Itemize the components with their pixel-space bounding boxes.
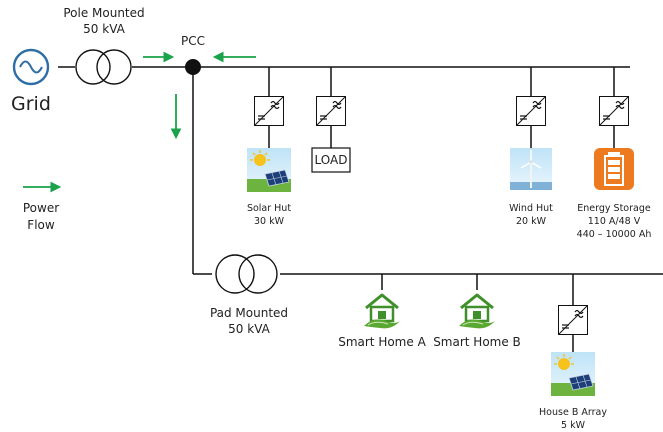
solar-hut-label: Solar Hut: [247, 203, 291, 214]
solar-panel-icon: [247, 148, 291, 192]
storage-name-label: Energy Storage: [577, 203, 651, 214]
storage-range-label: 440 – 10000 Ah: [577, 229, 652, 240]
wind-turbine-icon: [510, 148, 552, 190]
smart-home-b-label: Smart Home B: [433, 335, 521, 349]
wind-hut-label: Wind Hut: [509, 203, 553, 214]
load-inverter-icon: [316, 96, 346, 126]
storage-inverter-icon: [599, 96, 629, 126]
house-b-kw-label: 5 kW: [561, 420, 586, 431]
pole-mounted-label: Pole Mounted: [63, 6, 144, 20]
solar-kw-label: 30 kW: [254, 216, 285, 227]
smart-home-b-icon: [457, 293, 497, 330]
flow-label: Flow: [27, 218, 55, 232]
wind-inverter-icon: [516, 96, 546, 126]
solar-inverter-icon: [254, 96, 284, 126]
pcc-node: [185, 59, 201, 75]
battery-icon: [594, 148, 634, 190]
storage-rating-label: 110 A/48 V: [588, 216, 641, 227]
smart-home-a-icon: [362, 293, 402, 330]
flow-arrows: [23, 51, 256, 193]
pole-kva-label: 50 kVA: [83, 22, 125, 36]
load-label: LOAD: [315, 153, 348, 167]
house-b-solar-icon: [551, 352, 595, 396]
pcc-label: PCC: [181, 34, 205, 48]
main-bus: [58, 66, 663, 352]
pad-transformer-icon: [215, 254, 278, 294]
grid-source-icon: [12, 48, 50, 86]
grid-label: Grid: [11, 93, 51, 115]
load-box: [311, 147, 351, 173]
house-b-inverter-icon: [558, 305, 588, 335]
house-b-array-label: House B Array: [539, 407, 607, 418]
pad-mounted-label: Pad Mounted: [210, 306, 288, 320]
power-label: Power: [23, 201, 59, 215]
wind-kw-label: 20 kW: [516, 216, 547, 227]
smart-home-a-label: Smart Home A: [338, 335, 426, 349]
pole-transformer-icon: [75, 49, 132, 85]
pad-kva-label: 50 kVA: [228, 322, 270, 336]
